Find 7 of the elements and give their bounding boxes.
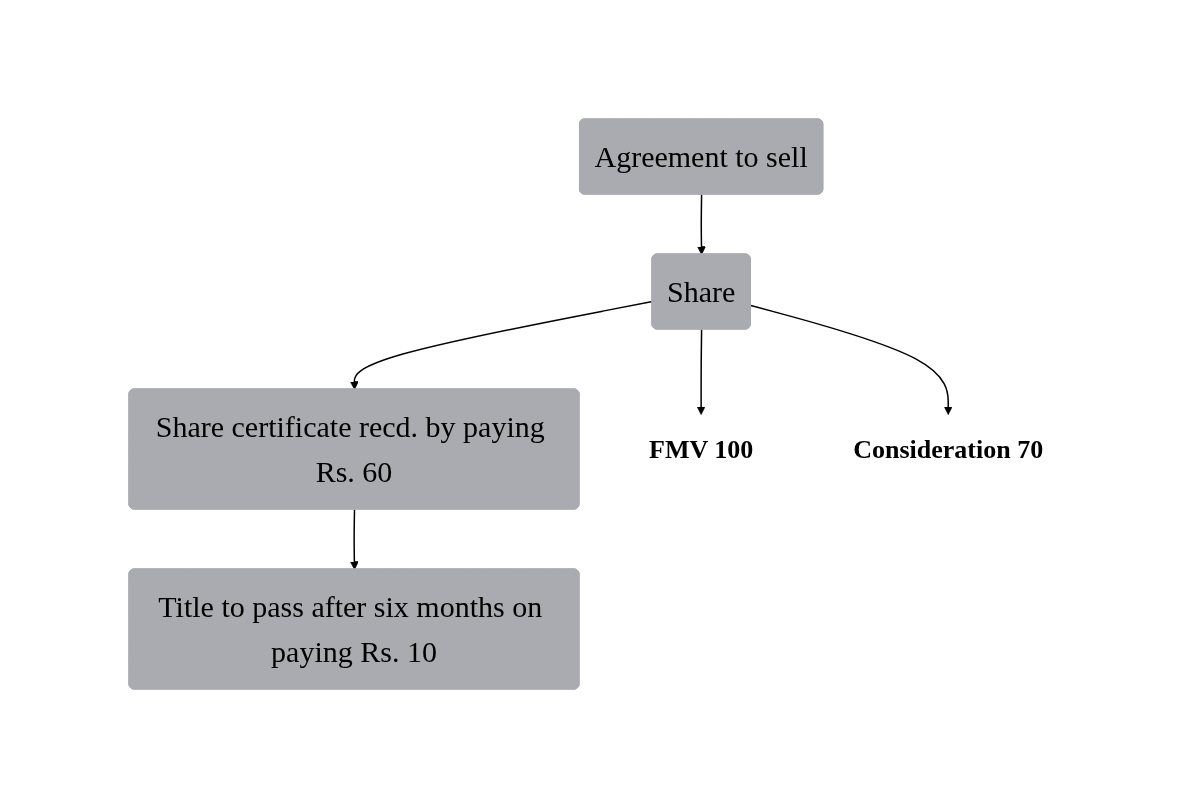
arrow (350, 300, 654, 390)
arrow (697, 328, 706, 415)
arrow (350, 508, 360, 570)
arrow (697, 193, 707, 255)
node-text: Consideration 70 (853, 434, 1044, 464)
arrow (750, 304, 953, 415)
node-text: FMV 100 (649, 434, 754, 464)
